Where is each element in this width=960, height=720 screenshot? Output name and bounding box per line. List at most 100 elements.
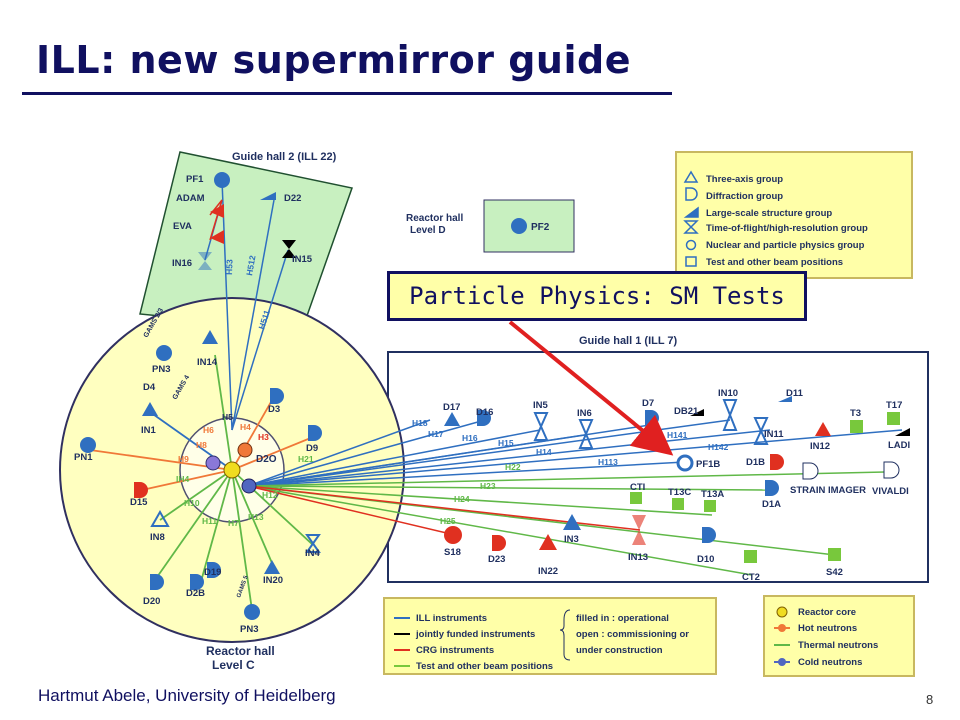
beam-h142: H142 xyxy=(708,442,729,452)
label-d9: D9 xyxy=(306,443,318,454)
label-in16: IN16 xyxy=(172,258,192,269)
beam-h6: H6 xyxy=(203,425,214,435)
beam-h13: H13 xyxy=(248,512,264,522)
reactor-hall-d-line2: Level D xyxy=(410,225,446,236)
legend-test-lines: Test and other beam positions xyxy=(416,661,553,672)
label-in22: IN22 xyxy=(538,566,558,577)
label-vivaldi: VIVALDI xyxy=(872,486,909,497)
line-legend-box xyxy=(383,597,717,675)
beam-h21: H21 xyxy=(298,454,314,464)
circle-icon xyxy=(685,239,697,251)
label-t13c: T13C xyxy=(668,487,691,498)
label-db21: DB21 xyxy=(674,406,699,417)
label-d7: D7 xyxy=(642,398,654,409)
label-d10: D10 xyxy=(697,554,714,565)
flag-icon xyxy=(683,206,699,218)
label-in14: IN14 xyxy=(197,357,218,368)
label-cti: CTI xyxy=(630,482,645,493)
label-d20: D20 xyxy=(143,596,160,607)
beam-h8: H8 xyxy=(196,440,207,450)
beam-h12: H12 xyxy=(262,490,278,500)
label-t13a: T13A xyxy=(701,489,724,500)
label-in10: IN10 xyxy=(718,388,738,399)
label-s18: S18 xyxy=(444,547,461,558)
cold-legend-icon xyxy=(778,658,786,666)
label-in3: IN3 xyxy=(564,534,579,545)
legend-hot: Hot neutrons xyxy=(798,623,857,634)
footer-author: Hartmut Abele, University of Heidelberg xyxy=(38,686,336,705)
title-underline xyxy=(22,92,672,95)
legend-tof: Time-of-flight/high-resolution group xyxy=(706,223,868,234)
label-in15: IN15 xyxy=(292,254,313,265)
legend-thermal: Thermal neutrons xyxy=(798,640,878,651)
legend-crg: CRG instruments xyxy=(416,645,494,656)
label-d15: D15 xyxy=(130,497,148,508)
label-pn3-bottom: PN3 xyxy=(240,624,258,635)
beam-h22: H22 xyxy=(505,462,521,472)
reactor-hall-c-line2: Level C xyxy=(212,658,255,672)
legend-reactor-core: Reactor core xyxy=(798,607,856,618)
pf2-circle-icon xyxy=(511,218,527,234)
label-d22: D22 xyxy=(284,193,301,204)
label-adam: ADAM xyxy=(176,193,205,204)
label-t17: T17 xyxy=(886,400,902,411)
label-in13: IN13 xyxy=(628,552,648,563)
reactor-core-icon xyxy=(223,461,241,479)
pf2-label: PF2 xyxy=(531,222,550,233)
beam-h18: H18 xyxy=(412,418,428,428)
beam-h17: H17 xyxy=(428,429,444,439)
label-d17: D17 xyxy=(443,402,460,413)
half-disc-icon xyxy=(685,187,698,201)
beam-h25: H25 xyxy=(440,516,456,526)
label-in12: IN12 xyxy=(810,441,830,452)
legend-cold: Cold neutrons xyxy=(798,657,862,668)
label-eva: EVA xyxy=(173,221,192,232)
cold-source-2-icon xyxy=(241,478,257,494)
group-legend-icons xyxy=(683,170,699,267)
hot-legend-icon xyxy=(778,624,786,632)
legend-diffraction: Diffraction group xyxy=(706,191,783,202)
reactor-core-legend-icon xyxy=(776,606,788,618)
label-d23: D23 xyxy=(488,554,505,565)
label-pf1b: PF1B xyxy=(696,459,720,470)
beam-h14: H14 xyxy=(536,447,552,457)
reactor-hall-c-line1: Reactor hall xyxy=(206,644,275,658)
label-d3: D3 xyxy=(268,404,280,415)
label-in11: IN11 xyxy=(764,429,784,440)
label-in8: IN8 xyxy=(150,532,165,543)
beam-h11: H11 xyxy=(202,516,217,526)
page-number: 8 xyxy=(926,692,934,707)
label-in1: IN1 xyxy=(141,425,157,436)
label-d19: D19 xyxy=(204,567,221,578)
beam-h113: H113 xyxy=(598,457,618,467)
legend-filled: filled in : operational xyxy=(576,613,669,624)
label-d11: D11 xyxy=(786,388,804,399)
beam-h5: H5 xyxy=(222,412,233,422)
hot-source-icon xyxy=(237,442,253,458)
beam-h141: H141 xyxy=(667,430,688,440)
legend-joint: jointly funded instruments xyxy=(415,629,535,640)
pf2-box xyxy=(483,199,575,253)
label-ladi: LADI xyxy=(888,440,910,451)
label-in20: IN20 xyxy=(263,575,283,586)
beam-h53: H53 xyxy=(224,259,235,275)
label-pn1: PN1 xyxy=(74,452,93,463)
beam-h7: H7 xyxy=(228,518,239,528)
legend-large-scale: Large-scale structure group xyxy=(706,208,832,219)
slide-title: ILL: new supermirror guide xyxy=(36,38,631,82)
beam-h4: H4 xyxy=(240,422,251,432)
callout-arrow xyxy=(508,320,674,456)
instrument-symbols xyxy=(80,172,910,620)
label-strain-imager: STRAIN IMAGER xyxy=(790,485,866,496)
beam-h9: H9 xyxy=(178,454,189,464)
beam-h16: H16 xyxy=(462,433,478,443)
square-icon xyxy=(685,256,697,267)
beam-h23: H23 xyxy=(480,481,496,491)
legend-test: Test and other beam positions xyxy=(706,257,843,268)
label-s42: S42 xyxy=(826,567,843,578)
legend-open: open : commissioning or xyxy=(576,629,689,640)
legend-brace xyxy=(559,609,571,661)
label-in4: IN4 xyxy=(305,548,321,559)
beam-h512: H512 xyxy=(244,254,257,276)
